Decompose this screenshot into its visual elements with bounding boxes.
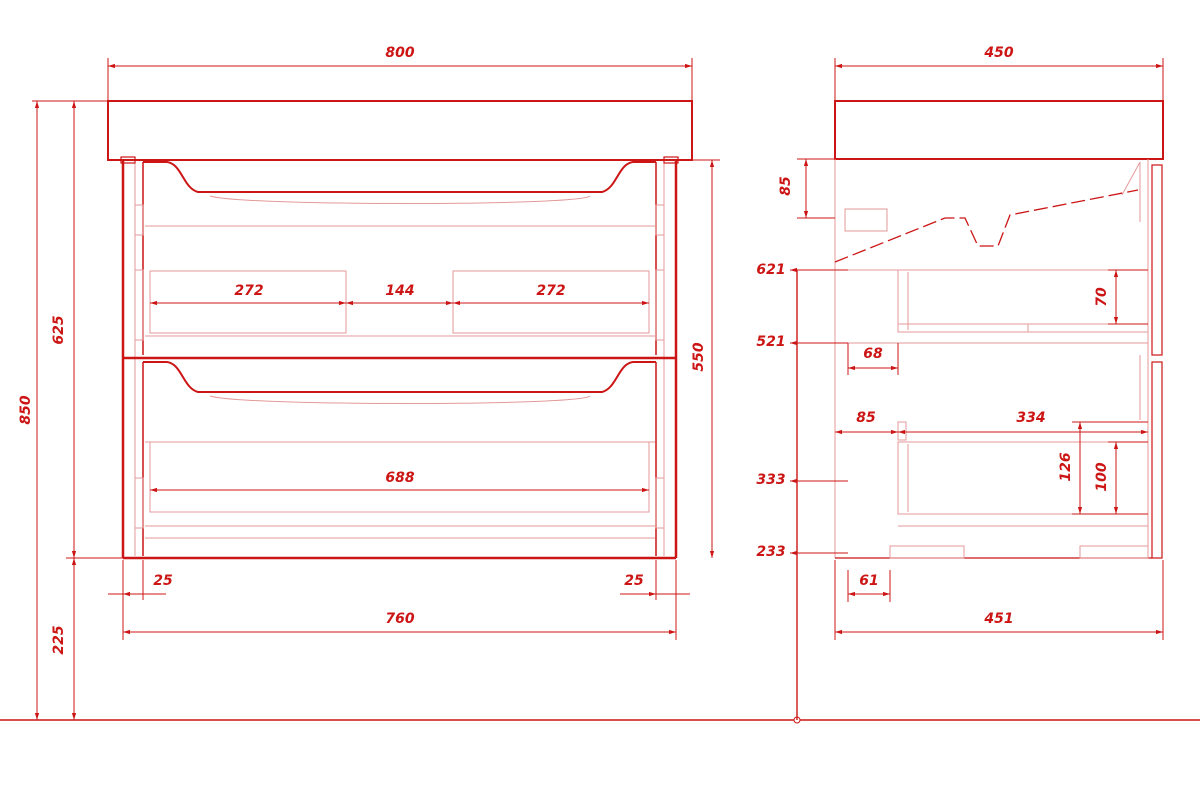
side-view	[834, 100, 1164, 559]
dim-side-top-gap: 85	[778, 176, 794, 196]
side-countertop	[834, 100, 1164, 160]
dim-front-body-height: 625	[51, 315, 67, 345]
dim-front-left-offset: 25	[153, 573, 173, 589]
dim-side-level-621: 621	[756, 262, 786, 278]
dim-side-drawer-depth: 334	[1016, 410, 1046, 426]
dim-front-total-height: 850	[18, 395, 34, 425]
dim-front-inner-width: 760	[385, 611, 415, 627]
side-lower-drawer	[889, 421, 1149, 559]
dim-side-offset-61: 61	[859, 573, 879, 589]
front-lower-drawer	[134, 269, 665, 556]
dim-front-leg-height: 225	[51, 625, 67, 655]
dim-front-drawer-left: 272	[234, 283, 264, 299]
front-upper-drawer	[134, 161, 665, 355]
dim-side-height-70: 70	[1094, 287, 1110, 307]
side-dimensions	[790, 58, 1164, 720]
front-view	[107, 100, 693, 560]
dim-side-height-100: 100	[1094, 462, 1110, 492]
dim-side-offset-68: 68	[863, 346, 883, 362]
side-siphon-cutout	[834, 161, 1141, 263]
dim-side-offset-85: 85	[856, 410, 876, 426]
dim-side-height-126: 126	[1058, 452, 1074, 482]
dim-front-drawer-middle: 144	[385, 283, 415, 299]
dim-front-front-height: 550	[691, 342, 707, 372]
side-cabinet-body	[834, 158, 1163, 559]
dim-front-lower-drawer: 688	[385, 470, 415, 486]
side-upper-drawer	[835, 269, 1149, 344]
dim-side-top-depth: 450	[984, 45, 1014, 61]
dim-side-bottom-depth: 451	[984, 611, 1014, 627]
dim-side-level-233: 233	[756, 544, 786, 560]
dim-side-level-333: 333	[756, 472, 786, 488]
dim-front-right-offset: 25	[624, 573, 644, 589]
dim-front-drawer-right: 272	[536, 283, 566, 299]
front-dimensions	[32, 58, 720, 720]
front-countertop	[107, 100, 693, 161]
dim-front-width-800: 800	[385, 45, 415, 61]
dim-side-level-521: 521	[756, 334, 786, 350]
